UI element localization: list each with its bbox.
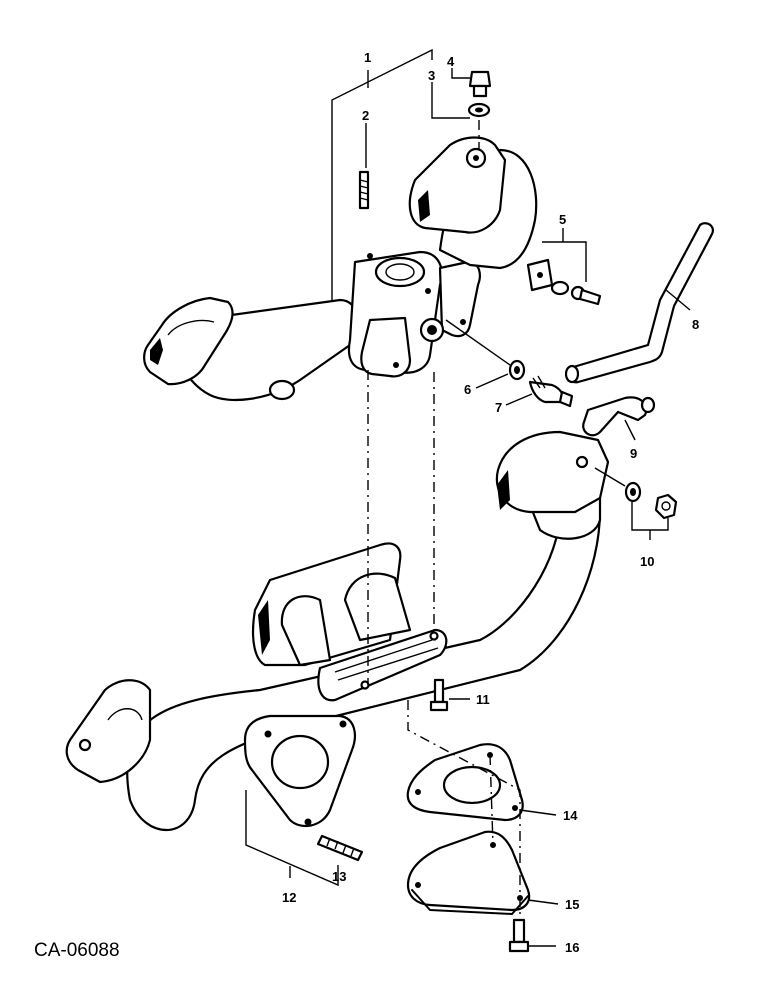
callout-2: 2 [362, 108, 369, 123]
sensor-washer-6 [508, 359, 526, 381]
callout-11: 11 [476, 692, 490, 707]
exhaust-manifold [65, 430, 610, 832]
nut-washer-10 [624, 481, 678, 520]
callout-8: 8 [692, 317, 699, 332]
gasket-14 [406, 743, 524, 822]
bracket-bolt-5 [526, 258, 602, 306]
callout-14: 14 [563, 808, 578, 823]
washer-3 [467, 102, 491, 118]
callout-10: 10 [640, 554, 654, 569]
callout-3: 3 [428, 68, 435, 83]
cover-plate-15 [406, 830, 531, 915]
bolt-11 [429, 678, 449, 712]
callout-15: 15 [565, 897, 579, 912]
stud-13 [316, 834, 364, 862]
callout-13: 13 [332, 869, 346, 884]
stud-2 [358, 170, 370, 210]
callout-12: 12 [282, 890, 296, 905]
tube-8 [564, 222, 714, 384]
callout-16: 16 [565, 940, 579, 955]
plug-4 [468, 70, 492, 98]
callout-6: 6 [464, 382, 471, 397]
capscrew-16 [508, 918, 530, 953]
callout-9: 9 [630, 446, 637, 461]
drawing-code: CA-06088 [34, 940, 120, 961]
callout-1: 1 [364, 50, 371, 65]
hose-9 [582, 396, 656, 437]
temperature-sender-7 [528, 375, 574, 408]
callout-5: 5 [559, 212, 566, 227]
intake-manifold [143, 136, 538, 402]
center-lines [367, 120, 521, 920]
callout-7: 7 [495, 400, 502, 415]
callout-labels: 1 2 3 4 5 6 7 8 9 10 11 12 13 14 15 16 [282, 50, 699, 955]
callout-4: 4 [447, 54, 455, 69]
leader-lines [245, 48, 691, 947]
